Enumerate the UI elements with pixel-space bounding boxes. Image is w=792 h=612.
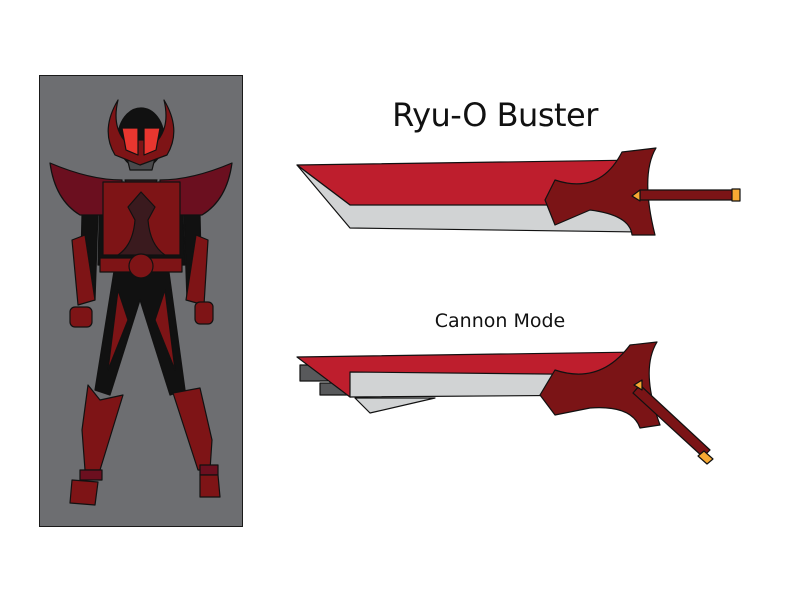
cannon-mode-label: Cannon Mode [434,310,566,332]
weapon-title: Ryu-O Buster [392,96,598,134]
